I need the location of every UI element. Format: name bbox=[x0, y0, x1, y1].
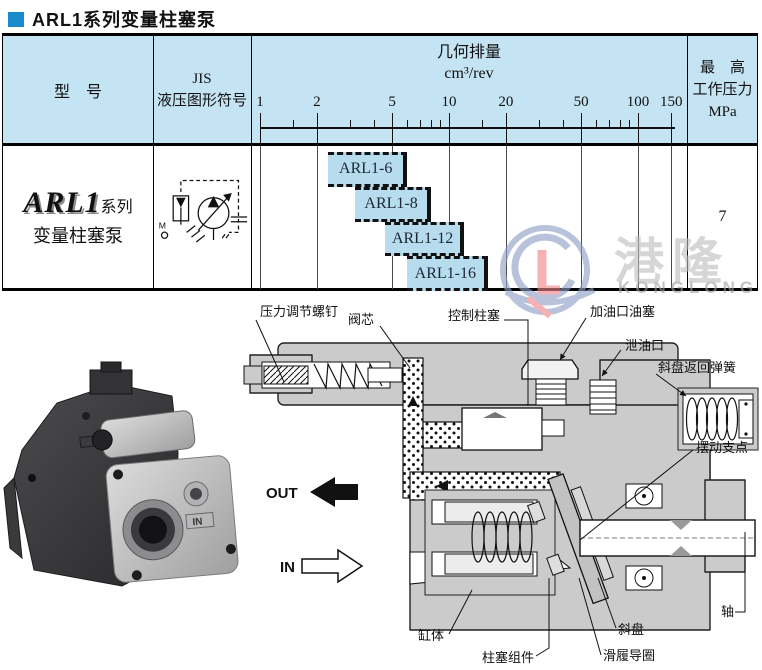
header-max-pressure: 最 高 工作压力 MPa bbox=[687, 36, 758, 143]
watermark-en-text: KONGLONG bbox=[618, 278, 759, 297]
label-piston-assembly: 柱塞组件 bbox=[482, 650, 534, 665]
column-divider bbox=[153, 36, 154, 143]
column-divider bbox=[251, 146, 252, 288]
column-divider bbox=[687, 146, 688, 288]
label-shaft: 轴 bbox=[721, 604, 734, 619]
model-name: ARL1 bbox=[23, 186, 101, 219]
header-jis-line1: JIS bbox=[192, 70, 212, 87]
column-divider bbox=[251, 36, 252, 143]
label-swash-plate: 斜盘 bbox=[618, 622, 644, 637]
cell-model: ARL1系列 变量柱塞泵 bbox=[3, 146, 153, 288]
label-pressure-screw: 压力调节螺钉 bbox=[260, 304, 338, 319]
model-suffix: 系列 bbox=[100, 199, 133, 216]
label-filler-plug: 加油口油塞 bbox=[590, 304, 655, 319]
label-valve-core: 阀芯 bbox=[348, 312, 374, 327]
jis-hydraulic-symbol: M bbox=[159, 179, 248, 243]
header-press-line2: 工作压力 bbox=[692, 81, 753, 98]
header-disp-line1: 几何排量 bbox=[436, 44, 501, 61]
label-cylinder: 缸体 bbox=[418, 628, 444, 643]
header-press-line3: MPa bbox=[708, 103, 737, 120]
model-name-line: ARL1系列 bbox=[23, 186, 132, 220]
pump-photo: IN bbox=[3, 361, 239, 587]
out-flow-label: OUT bbox=[266, 485, 298, 502]
table-header-row: 型 号 JIS 液压图形符号 几何排量 cm³/rev 最 高 工作压力 MPa bbox=[3, 36, 757, 146]
watermark-cn-text: 港隆 bbox=[614, 234, 730, 290]
pump-cross-section-diagram: OUT IN 压力调节螺钉 阀芯 控制柱塞 加油口油塞 泄油口 斜盘返回弹簧 摆… bbox=[243, 304, 759, 665]
header-model: 型 号 bbox=[53, 83, 102, 101]
cell-pressure-value: 7 bbox=[718, 208, 727, 225]
header-jis-line2: 液压图形符号 bbox=[156, 92, 247, 109]
cell-jis-symbol: M bbox=[153, 146, 251, 288]
label-return-spring: 斜盘返回弹簧 bbox=[658, 360, 736, 375]
blue-square-bullet-icon bbox=[8, 11, 24, 27]
header-displacement: 几何排量 cm³/rev bbox=[251, 42, 687, 92]
label-shoe-ring: 滑履导圈 bbox=[603, 648, 655, 663]
header-disp-line2: cm³/rev bbox=[444, 65, 494, 82]
page-title: ARL1系列变量柱塞泵 bbox=[32, 10, 217, 30]
model-subtitle: 变量柱塞泵 bbox=[33, 226, 123, 246]
konglong-logo-icon bbox=[500, 225, 596, 319]
label-drain-port: 泄油口 bbox=[625, 338, 664, 353]
photo-in-port-label: IN bbox=[192, 516, 203, 528]
label-control-piston: 控制柱塞 bbox=[448, 308, 500, 323]
jis-m-label: M bbox=[159, 221, 166, 231]
page-title-bar: ARL1系列变量柱塞泵 bbox=[8, 6, 216, 32]
column-divider bbox=[687, 36, 688, 143]
konglong-watermark: 港隆 KONGLONG bbox=[498, 220, 762, 320]
label-pivot: 摆动支点 bbox=[696, 440, 748, 455]
header-jis-symbol: JIS 液压图形符号 bbox=[153, 36, 251, 143]
header-press-line1: 最 高 bbox=[699, 59, 745, 76]
in-flow-label: IN bbox=[280, 559, 295, 576]
column-divider bbox=[153, 146, 154, 288]
